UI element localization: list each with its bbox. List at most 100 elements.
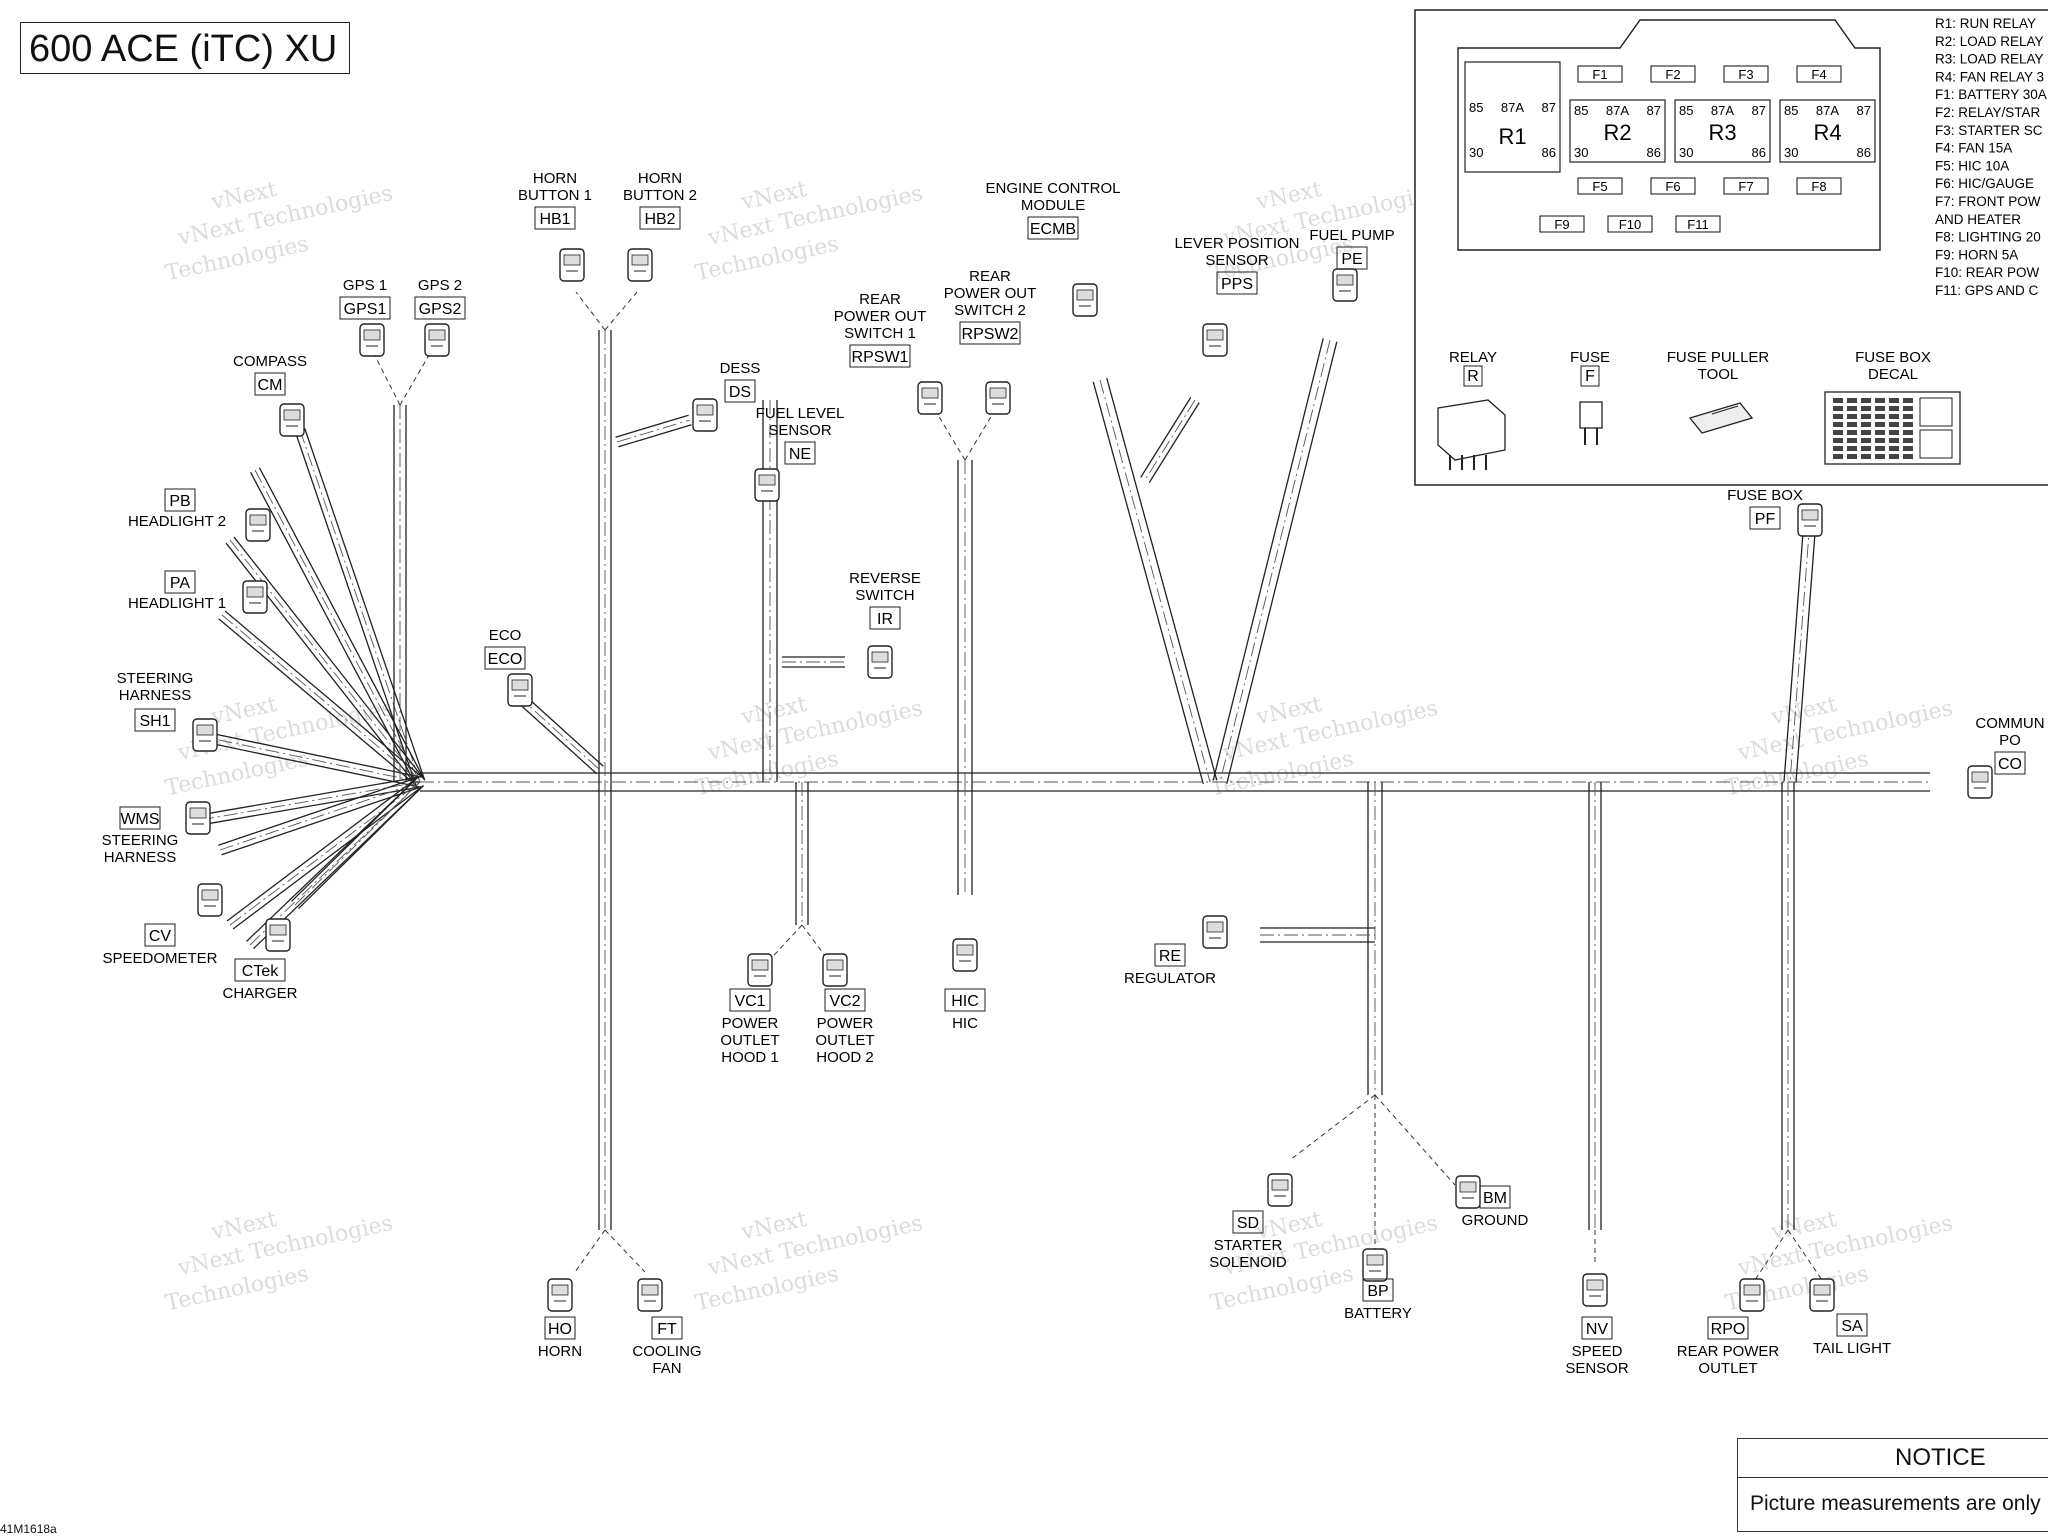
harness-segment [615,414,692,448]
relay-pin-label: 30 [1469,145,1483,160]
connector-hic [952,938,978,972]
connector-sd [1267,1173,1293,1207]
code-box: PF [1749,506,1781,530]
component-label: FAN [652,1360,681,1377]
code-text: RPSW2 [962,326,1019,343]
harness-layer [193,291,1930,1281]
connector-sa [1809,1278,1835,1312]
component-label: COOLING [632,1343,701,1360]
code-text: VC1 [734,993,765,1010]
part-label: TOOL [1698,366,1739,383]
lead-line [1289,1094,1376,1161]
component-label: GROUND [1462,1212,1529,1229]
harness-segment [762,400,778,782]
component-label: CHARGER [222,985,297,1002]
fusebox-legend-item: F9: HORN 5A [1935,247,2018,262]
code-text: HB1 [539,211,570,228]
connector-ecmb [1072,283,1098,317]
connector-eco [507,673,533,707]
component-label: SWITCH [855,587,914,604]
component-label: SENSOR [768,422,832,439]
harness-segment [1092,377,1218,785]
component-label: MODULE [1021,197,1085,214]
code-text: ECMB [1030,221,1076,238]
lead-line [604,1229,646,1273]
connector-co [1967,765,1993,799]
fusebox-legend-item: F2: RELAY/STAR [1935,105,2041,120]
code-text: HIC [951,993,979,1010]
code-box: GPS2 [414,296,466,320]
code-text: VC2 [829,993,860,1010]
connector-hb2 [627,248,653,282]
component-label: STEERING [102,832,179,849]
code-box: CM [254,372,286,396]
code-text: FT [657,1321,677,1338]
code-text: RE [1159,948,1181,965]
relay-pin-label: 85 [1784,103,1798,118]
connector-ne [754,468,780,502]
connector-sh1 [192,718,218,752]
component-label: FUEL PUMP [1309,227,1394,244]
relay-pin-label: R4 [1813,120,1841,145]
component-label: POWER OUT [944,285,1037,302]
component-label: REAR [859,291,901,308]
part-label: RELAY [1449,349,1497,366]
code-box: SA [1836,1313,1868,1337]
connector-bp [1362,1248,1388,1282]
component-label: SWITCH 2 [954,302,1026,319]
lead-line [575,291,606,331]
component-label: ENGINE CONTROL [985,180,1120,197]
component-label: COMMUN [1975,715,2044,732]
code-box: GPS1 [339,296,391,320]
connector-pe [1332,268,1358,302]
code-text: NV [1586,1321,1609,1338]
fuse-label: F2 [1665,67,1680,82]
code-text: GPS1 [344,301,387,318]
harness-segment [218,610,424,787]
code-box: NV [1581,1316,1613,1340]
part-label: FUSE [1570,349,1610,366]
code-box: CV [144,923,176,947]
connector-hb1 [559,248,585,282]
connector-gps2 [424,323,450,357]
connector-pb [245,508,271,542]
notice-heading: NOTICE [1738,1439,2048,1478]
relay-pin-label: R2 [1603,120,1631,145]
code-text: CV [149,928,172,945]
fuse-label: F10 [1619,217,1641,232]
relay-pin-label: 87A [1816,103,1839,118]
fuse-label: F4 [1811,67,1826,82]
part-code: F [1585,368,1595,385]
component-label: PO [1999,732,2021,749]
code-text: RPO [1711,1321,1746,1338]
component-label: SENSOR [1565,1360,1629,1377]
code-box: PPS [1216,271,1258,295]
connector-rpo [1739,1278,1765,1312]
code-box: BM [1479,1185,1511,1209]
harness-segment [393,405,407,782]
fuse-label: F5 [1592,179,1607,194]
component-label: GPS 2 [418,277,462,294]
harness-segment [957,460,973,782]
code-box: WMS [119,806,161,830]
code-text: IR [877,611,893,628]
component-label: POWER OUT [834,308,927,325]
fuse-puller-icon [1688,402,1754,434]
component-label: BATTERY [1344,1305,1412,1322]
code-box: PB [164,488,196,512]
fusebox-legend-item: AND HEATER [1935,212,2021,227]
fuse-f10: F10 [1607,215,1653,233]
connector-vc2 [822,953,848,987]
code-text: PF [1755,511,1776,528]
relay-pin-label: 87A [1501,100,1524,115]
fuse-label: F9 [1554,217,1569,232]
fuse-f5: F5 [1577,177,1623,195]
relay-pin-label: 87 [1647,103,1661,118]
component-label: OUTLET [720,1032,779,1049]
relay-pin-label: 87A [1606,103,1629,118]
